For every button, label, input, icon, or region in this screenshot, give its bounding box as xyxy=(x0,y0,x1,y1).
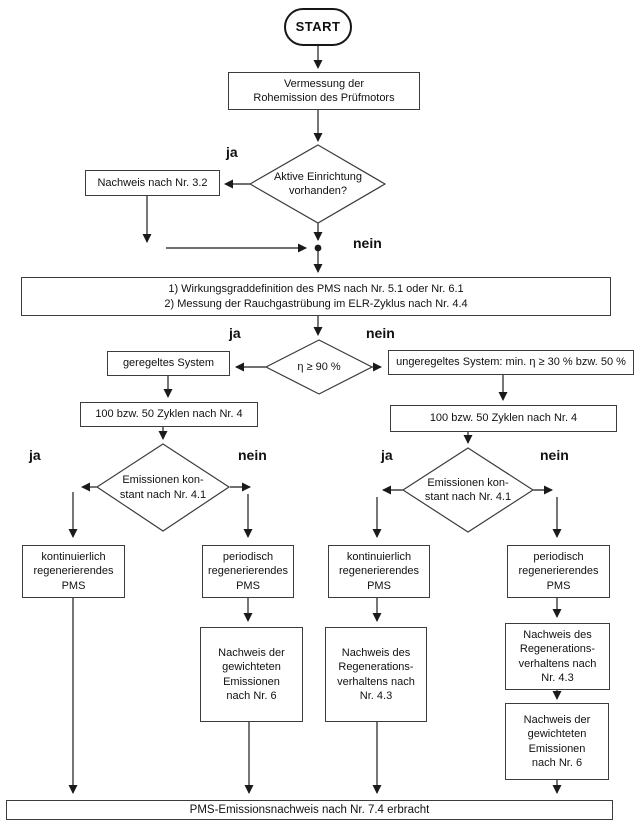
process-uncontrolled-system: ungeregeltes System: min. η ≥ 30 % bzw. … xyxy=(388,350,634,375)
process-continuous-pms-right: kontinuierlich regenerierendes PMS xyxy=(328,545,430,598)
process-regeneration-mid: Nachweis des Regenerations- verhaltens n… xyxy=(325,627,427,722)
process-regeneration-right: Nachweis des Regenerations- verhaltens n… xyxy=(505,623,610,690)
decision-emissions-constant-left-shape xyxy=(95,443,231,532)
edge-label-nein-decision4: nein xyxy=(540,447,569,463)
process-weighted-emissions-left: Nachweis der gewichteten Emissionen nach… xyxy=(200,627,303,722)
junction-dot xyxy=(314,244,322,252)
decision-active-device-shape xyxy=(248,144,387,224)
edge-label-ja-decision4: ja xyxy=(381,447,393,463)
process-raw-emission: Vermessung der Rohemission des Prüfmotor… xyxy=(228,72,420,110)
process-weighted-emissions-right: Nachweis der gewichteten Emissionen nach… xyxy=(505,703,609,780)
process-periodic-pms-left: periodisch regenerierendes PMS xyxy=(202,545,294,598)
edge-label-nein-decision2: nein xyxy=(366,325,395,341)
decision-emissions-constant-left-label: Emissionen kon- stant nach Nr. 4.1 xyxy=(119,474,207,501)
terminal-final-proof: PMS-Emissionsnachweis nach Nr. 7.4 erbra… xyxy=(6,800,613,820)
decision-eta-90-label: η ≥ 90 % xyxy=(297,360,341,373)
edge-label-ja-decision1: ja xyxy=(226,144,238,160)
edge-label-ja-decision3: ja xyxy=(29,447,41,463)
edge-label-nein-decision1: nein xyxy=(353,235,382,251)
process-cycles-left: 100 bzw. 50 Zyklen nach Nr. 4 xyxy=(80,402,258,427)
decision-emissions-constant-right-label: Emissionen kon- stant nach Nr. 4.1 xyxy=(424,476,512,503)
start-node: START xyxy=(284,8,352,46)
process-continuous-pms-left: kontinuierlich regenerierendes PMS xyxy=(22,545,125,598)
decision-emissions-constant-right-shape xyxy=(401,447,535,533)
decision-eta-90-shape xyxy=(264,339,374,395)
process-efficiency-definition: 1) Wirkungsgraddefinition des PMS nach N… xyxy=(21,277,611,316)
process-proof-3-2: Nachweis nach Nr. 3.2 xyxy=(85,170,220,196)
decision-active-device-label: Aktive Einrichtung vorhanden? xyxy=(273,170,363,197)
edge-label-nein-decision3: nein xyxy=(238,447,267,463)
process-controlled-system: geregeltes System xyxy=(107,351,230,376)
process-periodic-pms-right: periodisch regenerierendes PMS xyxy=(507,545,610,598)
process-cycles-right: 100 bzw. 50 Zyklen nach Nr. 4 xyxy=(390,405,617,432)
edge-label-ja-decision2: ja xyxy=(229,325,241,341)
